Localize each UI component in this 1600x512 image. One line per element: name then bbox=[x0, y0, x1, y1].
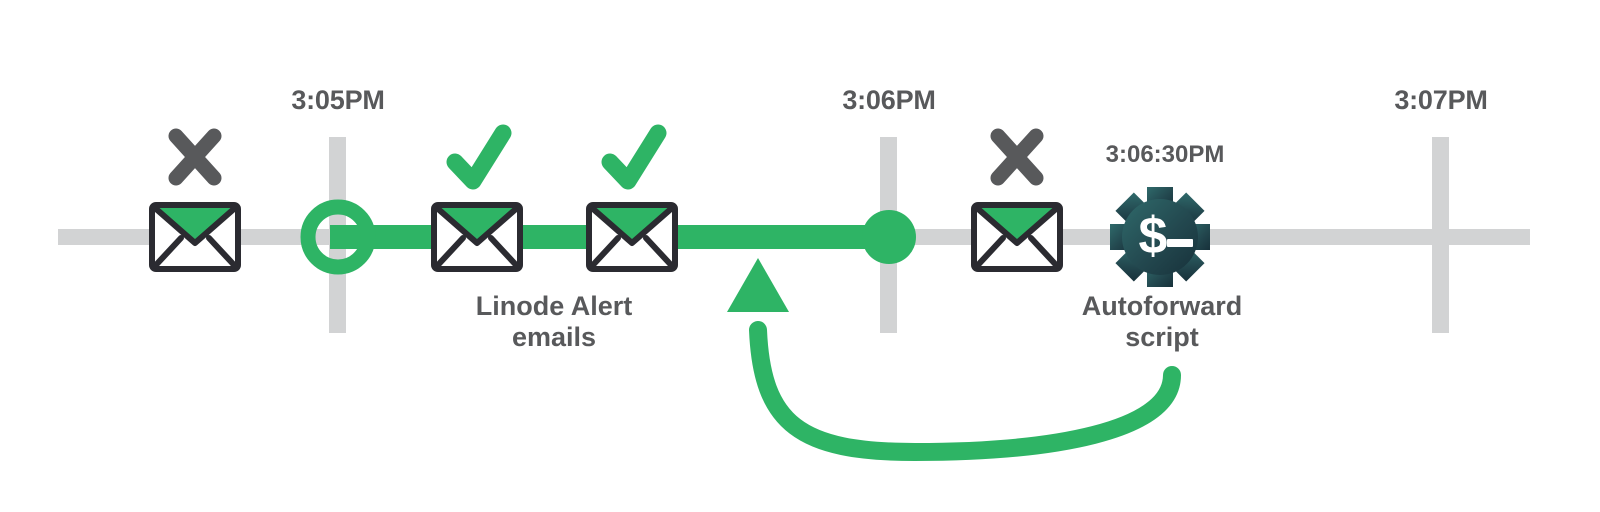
gear-dollar-icon: $ bbox=[1110, 187, 1210, 287]
x-mark-icon-1 bbox=[168, 128, 222, 186]
tick-label-306: 3:06PM bbox=[842, 85, 936, 115]
linode-alert-emails-label: Linode Alert emails bbox=[475, 291, 633, 353]
x-mark-icon-2 bbox=[990, 128, 1044, 186]
envelope-icon-4 bbox=[971, 202, 1063, 272]
check-mark-icon-1 bbox=[446, 124, 512, 190]
envelope-icon-1 bbox=[149, 202, 241, 272]
svg-text:$: $ bbox=[1139, 207, 1168, 265]
tick-line-307 bbox=[1432, 137, 1449, 333]
autoforward-script-label: Autoforward script bbox=[1081, 291, 1243, 353]
tick-label-305: 3:05PM bbox=[291, 85, 385, 115]
check-mark-icon-2 bbox=[601, 124, 667, 190]
tick-label-307: 3:07PM bbox=[1394, 85, 1488, 115]
timeline-marker-dot-306 bbox=[862, 210, 916, 264]
feedback-arrow bbox=[727, 258, 1181, 462]
autoforward-time-label: 3:06:30PM bbox=[1105, 141, 1225, 168]
timeline-marker-ring-305 bbox=[300, 199, 376, 275]
envelope-icon-3 bbox=[586, 202, 678, 272]
envelope-icon-2 bbox=[431, 202, 523, 272]
